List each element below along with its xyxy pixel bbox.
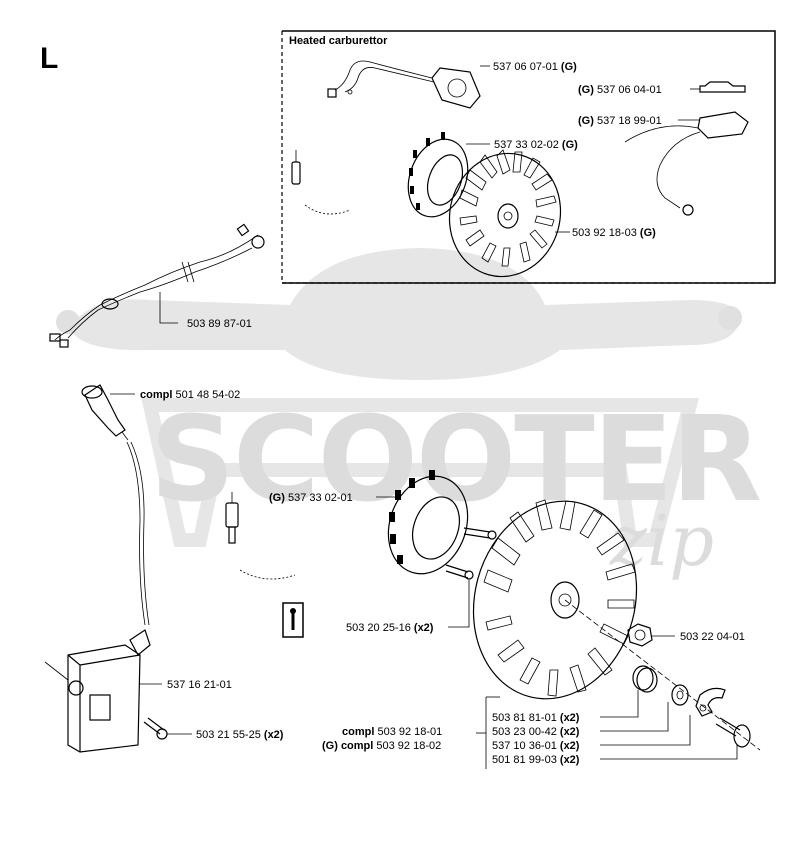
label-503-81-81-01: 503 81 81-01 (x2)	[492, 712, 580, 724]
label-503-23-00-42: 503 23 00-42 (x2)	[492, 726, 580, 738]
label-503-21-55-25: 503 21 55-25 (x2)	[196, 729, 284, 741]
label-503-22-04-01: 503 22 04-01	[680, 631, 745, 643]
wrench-icon	[282, 602, 304, 638]
label-503-20-25-16: 503 20 25-16 (x2)	[346, 622, 434, 634]
label-537-33-02-02: 537 33 02-02 (G)	[494, 139, 578, 151]
wiring-harness	[49, 223, 265, 348]
leader-lines	[476, 690, 738, 769]
label-503-89-87-01: 503 89 87-01	[187, 318, 252, 330]
section-letter: L	[40, 42, 58, 75]
watermark-text-script: zip	[609, 500, 714, 582]
heater-element	[327, 60, 481, 109]
ignition-module	[44, 629, 151, 753]
thermostat	[624, 111, 749, 216]
spark-plug	[225, 492, 296, 580]
pawl-bolt	[715, 717, 751, 748]
magnet-ring	[387, 470, 469, 575]
label-537-06-07-01: 537 06 07-01 (G)	[493, 61, 577, 73]
watermark: SCOOTER zip	[56, 248, 762, 582]
label-537-33-02-01: (G) 537 33 02-01	[269, 492, 353, 504]
flywheel-nut	[627, 623, 653, 647]
heated-carburettor-box: Heated carburettor	[281, 30, 776, 284]
label-537-18-99-01: (G) 537 18 99-01	[578, 115, 662, 127]
label-503-92-18-02: (G) compl 503 92 18-02	[322, 740, 441, 752]
label-503-92-18-01: compl 503 92 18-01	[342, 726, 442, 738]
washer	[671, 684, 689, 706]
label-537-16-21-01: 537 16 21-01	[167, 679, 232, 691]
bracket	[699, 81, 746, 93]
module-screws	[143, 717, 168, 740]
heated-carburettor-title: Heated carburettor	[289, 35, 388, 47]
label-501-48-54-02: compl 501 48 54-02	[140, 389, 240, 401]
magnet-ring-heated	[407, 132, 469, 218]
pawl-spring	[632, 665, 658, 693]
label-503-92-18-03: 503 92 18-03 (G)	[572, 227, 656, 239]
label-537-10-36-01: 537 10 36-01 (x2)	[492, 740, 580, 752]
label-501-81-99-03: 501 81 99-03 (x2)	[492, 754, 580, 766]
starter-pawl	[695, 687, 726, 717]
ht-lead	[126, 441, 146, 626]
label-537-06-04-01: (G) 537 06 04-01	[578, 84, 662, 96]
flywheel	[472, 499, 638, 700]
flywheel-screws	[445, 527, 497, 580]
spark-plug-small	[291, 150, 351, 215]
spark-plug-cap	[81, 384, 129, 441]
flywheel-heated	[448, 149, 562, 278]
